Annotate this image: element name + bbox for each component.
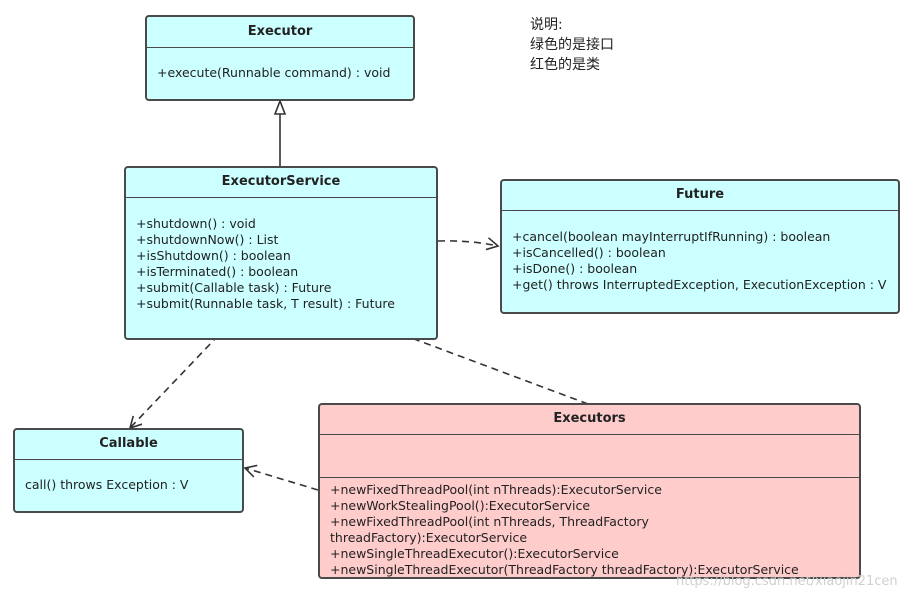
- executor-title: Executor: [147, 17, 413, 48]
- method-item: +shutdownNow() : List: [136, 232, 279, 247]
- method-item: +isShutdown() : boolean: [136, 248, 291, 263]
- future-title: Future: [502, 181, 898, 211]
- legend-note-heading: 说明:: [530, 17, 563, 33]
- executors-methods: +newFixedThreadPool(int nThreads):Execut…: [320, 478, 859, 577]
- dependency-line-executors-callable: [243, 464, 319, 491]
- legend-note: 说明: 绿色的是接口 红色的是类: [530, 15, 614, 75]
- method-item: +submit(Callable task) : Future: [136, 280, 332, 295]
- method-item: +newFixedThreadPool(int nThreads, Thread…: [330, 514, 649, 545]
- inheritance-arrowhead: [273, 98, 287, 115]
- executor-methods: +execute(Runnable command) : void: [147, 48, 413, 81]
- method-item: +submit(Runnable task, T result) : Futur…: [136, 296, 395, 311]
- future-interface-box[interactable]: Future +cancel(boolean mayInterruptIfRun…: [500, 179, 900, 314]
- method-item: call() throws Exception : V: [25, 477, 189, 492]
- future-methods: +cancel(boolean mayInterruptIfRunning) :…: [502, 211, 898, 293]
- callable-interface-box[interactable]: Callable call() throws Exception : V: [13, 428, 244, 513]
- executor-interface-box[interactable]: Executor +execute(Runnable command) : vo…: [145, 15, 415, 101]
- method-item: +execute(Runnable command) : void: [157, 65, 391, 80]
- executors-class-box[interactable]: Executors +newFixedThreadPool(int nThrea…: [318, 403, 861, 579]
- method-item: +isTerminated() : boolean: [136, 264, 299, 279]
- watermark-text: https://blog.csdn.net/xiaojin21cen: [676, 574, 898, 589]
- legend-note-class: 红色的是类: [530, 57, 600, 73]
- method-item: +cancel(boolean mayInterruptIfRunning) :…: [512, 229, 831, 244]
- executorservice-methods: +shutdown() : void +shutdownNow() : List…: [126, 198, 436, 312]
- method-item: +newSingleThreadExecutor():ExecutorServi…: [330, 546, 619, 561]
- method-item: +newFixedThreadPool(int nThreads):Execut…: [330, 482, 662, 497]
- executors-title: Executors: [320, 405, 859, 435]
- legend-note-interface: 绿色的是接口: [530, 37, 614, 53]
- method-item: +shutdown() : void: [136, 216, 256, 231]
- executorservice-title: ExecutorService: [126, 168, 436, 198]
- method-item: +isDone() : boolean: [512, 261, 638, 276]
- dependency-line-future: [437, 237, 500, 251]
- method-item: +get() throws InterruptedException, Exec…: [512, 277, 887, 292]
- executors-attributes: [320, 435, 859, 478]
- method-item: +isCancelled() : boolean: [512, 245, 666, 260]
- callable-methods: call() throws Exception : V: [15, 460, 242, 493]
- method-item: +newSingleThreadExecutor(ThreadFactory t…: [330, 562, 799, 577]
- method-item: +newWorkStealingPool():ExecutorService: [330, 498, 591, 513]
- callable-title: Callable: [15, 430, 242, 460]
- executorservice-interface-box[interactable]: ExecutorService +shutdown() : void +shut…: [124, 166, 438, 340]
